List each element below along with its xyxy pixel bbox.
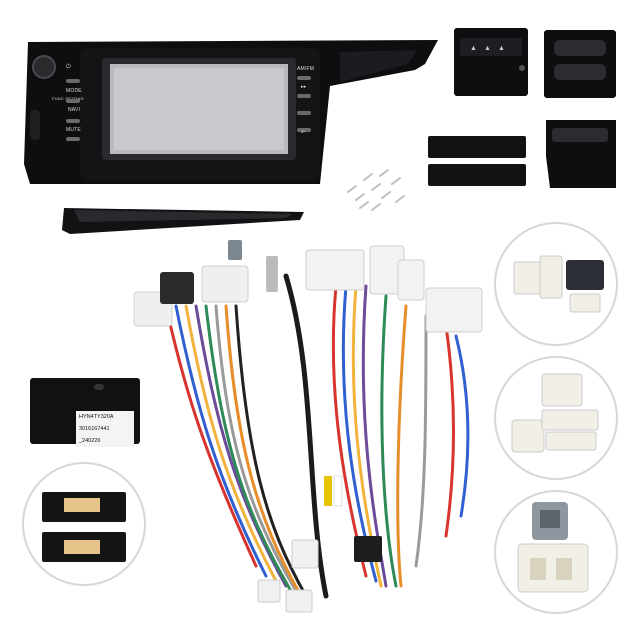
- back-icon: ↶: [301, 130, 306, 136]
- svg-text:▲: ▲: [470, 45, 477, 52]
- svg-text:▲: ▲: [484, 45, 491, 52]
- am-fm-button-label[interactable]: AM/FM: [297, 66, 315, 72]
- mute-button-label[interactable]: MUTE: [66, 127, 81, 133]
- plug-detail-circle-1: [494, 222, 618, 346]
- single-slot-bracket: [540, 116, 622, 192]
- module-vent-icon: [94, 384, 104, 390]
- right-button-2[interactable]: [297, 94, 311, 98]
- tune-knob-ring: [30, 110, 40, 140]
- svg-text:▲: ▲: [498, 45, 505, 52]
- navi-button[interactable]: [66, 99, 80, 103]
- right-button-3[interactable]: [297, 111, 311, 115]
- right-button-1[interactable]: [297, 76, 311, 80]
- lower-trim-strip: [60, 200, 308, 236]
- wire-harness: [126, 236, 490, 620]
- plug-detail-circle-3: [494, 490, 618, 614]
- mode-button-label[interactable]: MODE: [66, 88, 82, 94]
- func-setting-label: FUNC SETTING: [52, 96, 84, 101]
- mute-button[interactable]: [66, 119, 80, 123]
- mode-button[interactable]: [66, 79, 80, 83]
- radio-frame-panel: [20, 34, 440, 184]
- power-icon: ⏻: [66, 64, 71, 70]
- plug-detail-circle-2: [494, 356, 618, 480]
- switch-panel-bracket: ▲ ▲ ▲: [450, 24, 532, 100]
- seek-icon: ▸▸: [301, 84, 307, 90]
- module-label-line2: 3016167441 _240226: [76, 423, 134, 447]
- left-bottom-button[interactable]: [66, 137, 80, 141]
- side-rail-lower: [428, 164, 526, 186]
- double-slot-bracket: [540, 26, 622, 102]
- side-rail-upper: [428, 136, 526, 158]
- navi-button-label[interactable]: NAVI: [68, 107, 81, 113]
- right-button-4[interactable]: [297, 128, 311, 132]
- screw-pile: [342, 162, 412, 218]
- module-ports-detail-circle: [22, 462, 146, 586]
- volume-knob[interactable]: [32, 55, 56, 79]
